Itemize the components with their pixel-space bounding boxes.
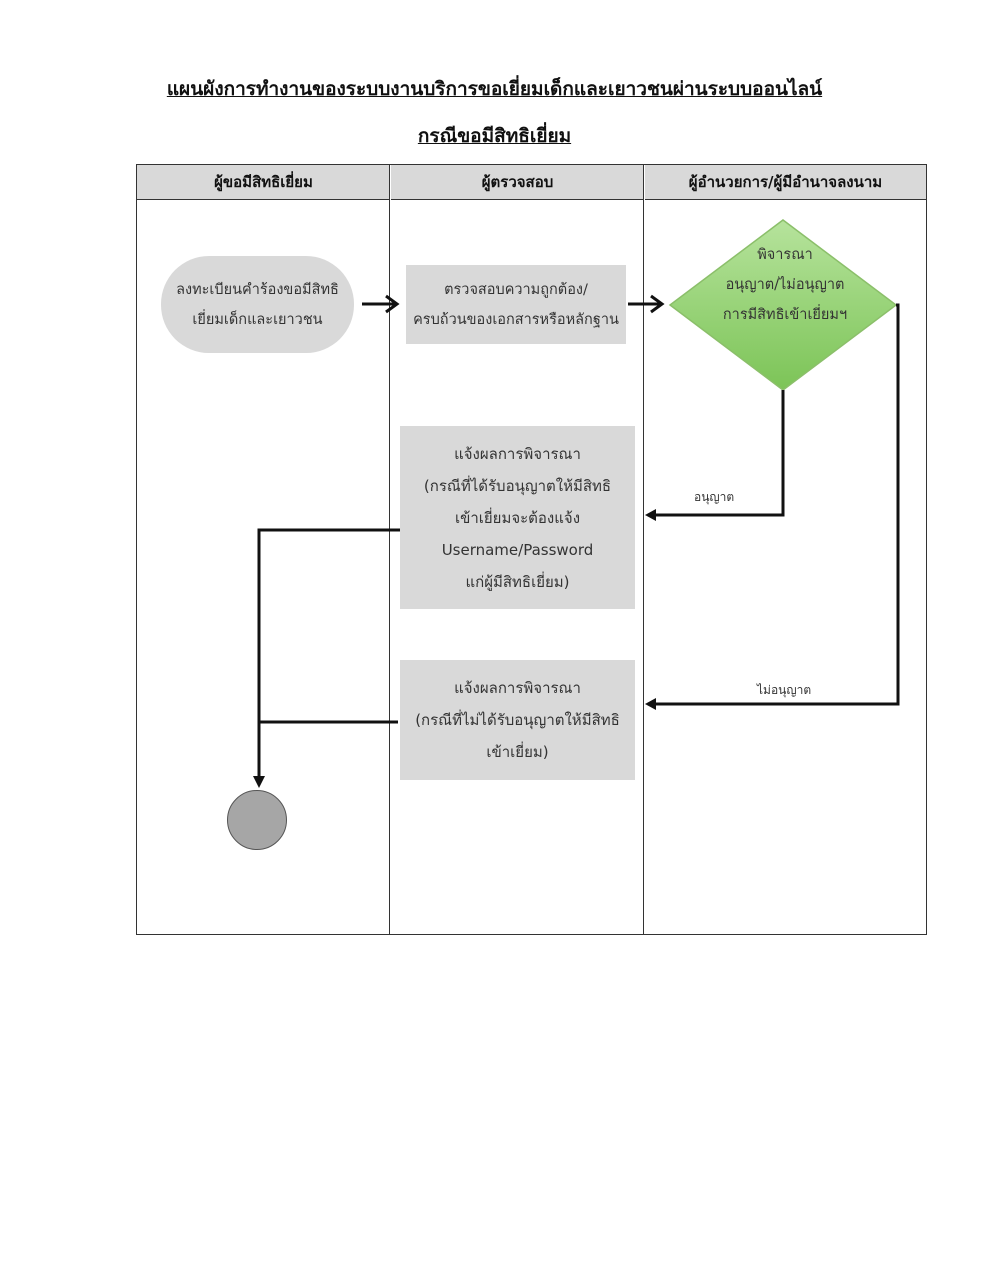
process-node-check-documents: ตรวจสอบความถูกต้อง/ ครบถ้วนของเอกสารหรือ… <box>406 265 626 344</box>
decision-line: การมีสิทธิเข้าเยี่ยมฯ <box>722 307 848 323</box>
check-line: ตรวจสอบความถูกต้อง/ <box>444 281 588 298</box>
diagram-subtitle: กรณีขอมีสิทธิเยี่ยม <box>417 125 572 147</box>
lane-divider-2 <box>643 164 644 935</box>
notify-denied-line: (กรณีที่ไม่ได้รับอนุญาตให้มีสิทธิ <box>415 711 620 729</box>
lane-header-reviewer: ผู้ตรวจสอบ <box>391 164 644 200</box>
swimlane-frame <box>136 164 927 935</box>
notify-approved-line: แก่ผู้มีสิทธิเยี่ยม) <box>465 572 570 591</box>
edge-label-denied: ไม่อนุญาต <box>757 683 812 697</box>
decision-text: พิจารณา อนุญาต/ไม่อนุญาต การมีสิทธิเข้าเ… <box>700 240 870 330</box>
lane-divider-1 <box>389 164 390 935</box>
notify-approved-line: (กรณีที่ได้รับอนุญาตให้มีสิทธิ <box>423 476 612 495</box>
process-node-notify-denied: แจ้งผลการพิจารณา (กรณีที่ไม่ได้รับอนุญาต… <box>400 660 635 780</box>
lane-header-director: ผู้อำนวยการ/ผู้มีอำนาจลงนาม <box>645 164 926 200</box>
end-node <box>227 790 287 850</box>
arrow-approved <box>645 390 785 521</box>
arrow-start-to-check <box>362 294 400 314</box>
lane-header-applicant: ผู้ขอมีสิทธิเยี่ยม <box>137 164 390 200</box>
start-line: ลงทะเบียนคำร้องขอมีสิทธิ <box>176 281 339 298</box>
edge-label-approved: อนุญาต <box>694 490 735 504</box>
diagram-title: แผนผังการทำงานของระบบงานบริการขอเยี่ยมเด… <box>166 78 823 100</box>
arrow-check-to-decision <box>628 294 665 314</box>
arrow-to-end <box>253 528 405 788</box>
notify-denied-line: เข้าเยี่ยม) <box>486 743 549 761</box>
start-node-register: ลงทะเบียนคำร้องขอมีสิทธิ เยี่ยมเด็กและเย… <box>161 256 354 353</box>
decision-line: อนุญาต/ไม่อนุญาต <box>725 277 845 293</box>
decision-line: พิจารณา <box>757 247 813 263</box>
notify-approved-line: เข้าเยี่ยมจะต้องแจ้ง <box>454 508 581 527</box>
notify-approved-line: แจ้งผลการพิจารณา <box>454 444 581 463</box>
notify-denied-line: แจ้งผลการพิจารณา <box>454 679 581 697</box>
arrow-denied <box>645 303 900 710</box>
process-node-notify-approved: แจ้งผลการพิจารณา (กรณีที่ได้รับอนุญาตให้… <box>400 426 635 609</box>
start-line: เยี่ยมเด็กและเยาวชน <box>192 311 323 328</box>
check-line: ครบถ้วนของเอกสารหรือหลักฐาน <box>413 311 619 328</box>
notify-approved-line: Username/Password <box>441 540 594 559</box>
